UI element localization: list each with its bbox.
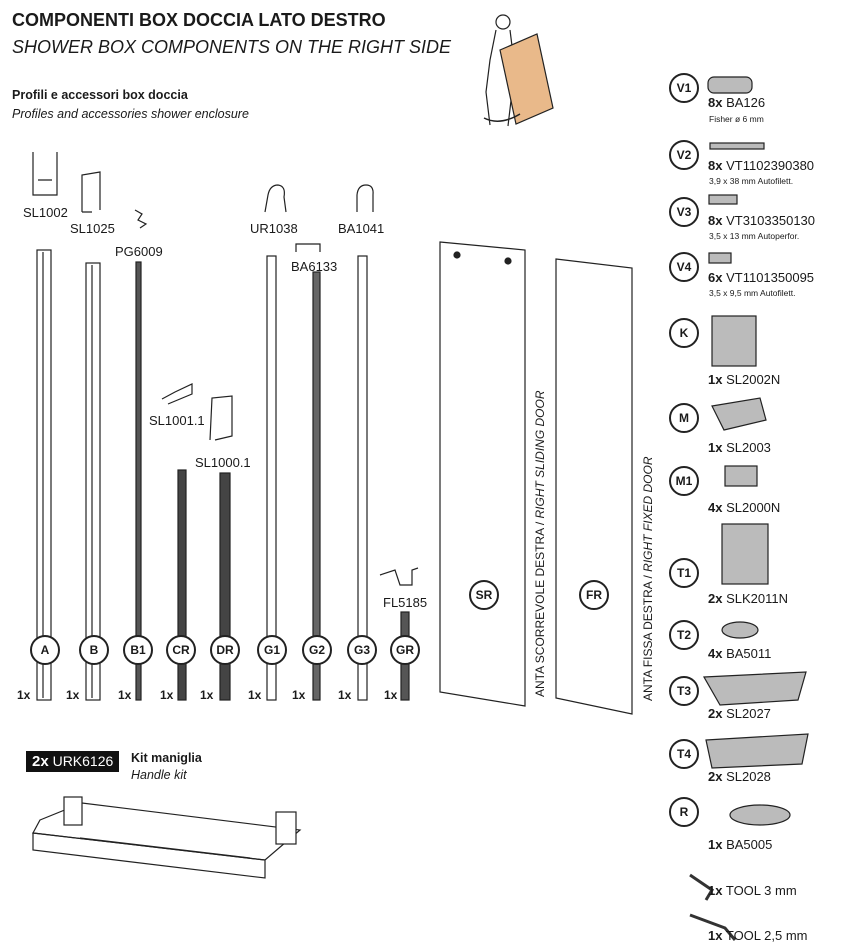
- section-title-italian: Profili e accessori box doccia: [12, 88, 188, 102]
- profile-qty: 1x: [384, 688, 398, 702]
- profile-sections: [32, 152, 419, 586]
- part-marker: M1: [669, 466, 699, 496]
- kit-name-english: Handle kit: [131, 768, 187, 782]
- panel-marker: SR: [469, 580, 499, 610]
- title-italian: COMPONENTI BOX DOCCIA LATO DESTRO: [12, 10, 386, 30]
- profile-marker: G3: [347, 635, 377, 665]
- profile-marker: B1: [123, 635, 153, 665]
- profile-qty: 1x: [17, 688, 31, 702]
- profile-marker: A: [30, 635, 60, 665]
- part-desc: Fisher ø 6 mm: [709, 114, 764, 124]
- part-label: 2x SLK2011N: [708, 591, 789, 606]
- person-illustration: [483, 14, 554, 127]
- part-marker: T1: [669, 558, 699, 588]
- part-marker: V4: [669, 252, 699, 282]
- part-label: 1x SL2003: [708, 440, 771, 455]
- part-desc: 3,9 x 38 mm Autofilett.: [709, 176, 794, 186]
- profile-bars: [36, 249, 410, 701]
- profile-qty: 1x: [200, 688, 214, 702]
- section-title-english: Profiles and accessories shower enclosur…: [12, 107, 249, 121]
- glass-panels: [439, 241, 633, 715]
- profile-code: SL1025: [70, 221, 115, 236]
- profile-code: SL1001.1: [149, 413, 205, 428]
- profile-code: SL1000.1: [195, 455, 251, 470]
- kit-code-badge: 2x URK6126: [26, 751, 120, 772]
- part-marker: V2: [669, 140, 699, 170]
- profile-marker: B: [79, 635, 109, 665]
- title-english: SHOWER BOX COMPONENTS ON THE RIGHT SIDE: [12, 37, 452, 57]
- part-marker: T3: [669, 676, 699, 706]
- part-label: 8x VT1102390380: [708, 158, 815, 173]
- profile-code: FL5185: [383, 595, 428, 610]
- profile-code: BA1041: [338, 221, 385, 236]
- part-label: 2x SL2028: [708, 769, 771, 784]
- handle-illustration: [32, 796, 302, 879]
- profile-code: BA6133: [291, 259, 338, 274]
- part-marker: V3: [669, 197, 699, 227]
- panel-label-sliding: ANTA SCORREVOLE DESTRA / RIGHT SLIDING D…: [533, 390, 547, 697]
- part-label: 1x TOOL 2,5 mm: [708, 928, 808, 943]
- part-label: 6x VT1101350095: [708, 270, 815, 285]
- panel-marker: FR: [579, 580, 609, 610]
- profile-marker: CR: [166, 635, 196, 665]
- part-label: 2x SL2027: [708, 706, 771, 721]
- profile-code: UR1038: [250, 221, 298, 236]
- part-marker: V1: [669, 73, 699, 103]
- profile-code: PG6009: [115, 244, 163, 259]
- profile-marker: GR: [390, 635, 420, 665]
- profile-qty: 1x: [338, 688, 352, 702]
- profile-qty: 1x: [118, 688, 132, 702]
- part-label: 4x BA5011: [708, 646, 772, 661]
- part-label: 1x SL2002N: [708, 372, 781, 387]
- part-marker: R: [669, 797, 699, 827]
- hardware-icons: [689, 76, 809, 941]
- profile-qty: 1x: [248, 688, 262, 702]
- part-label: 1x BA5005: [708, 837, 773, 852]
- part-marker: T2: [669, 620, 699, 650]
- part-label: 8x BA126: [708, 95, 766, 110]
- part-label: 1x TOOL 3 mm: [708, 883, 797, 898]
- kit-name-italian: Kit maniglia: [131, 751, 202, 765]
- panel-label-fixed: ANTA FISSA DESTRA / RIGHT FIXED DOOR: [641, 456, 655, 702]
- part-label: 8x VT3103350130: [708, 213, 816, 228]
- profile-marker: DR: [210, 635, 240, 665]
- profile-marker: G2: [302, 635, 332, 665]
- part-label: 4x SL2000N: [708, 500, 781, 515]
- profile-qty: 1x: [66, 688, 80, 702]
- part-desc: 3,5 x 9,5 mm Autofilett.: [709, 288, 796, 298]
- part-desc: 3,5 x 13 mm Autoperfor.: [709, 231, 800, 241]
- part-marker: T4: [669, 739, 699, 769]
- profile-qty: 1x: [292, 688, 306, 702]
- profile-code: SL1002: [23, 205, 68, 220]
- part-marker: M: [669, 403, 699, 433]
- profile-marker: G1: [257, 635, 287, 665]
- profile-qty: 1x: [160, 688, 174, 702]
- part-marker: K: [669, 318, 699, 348]
